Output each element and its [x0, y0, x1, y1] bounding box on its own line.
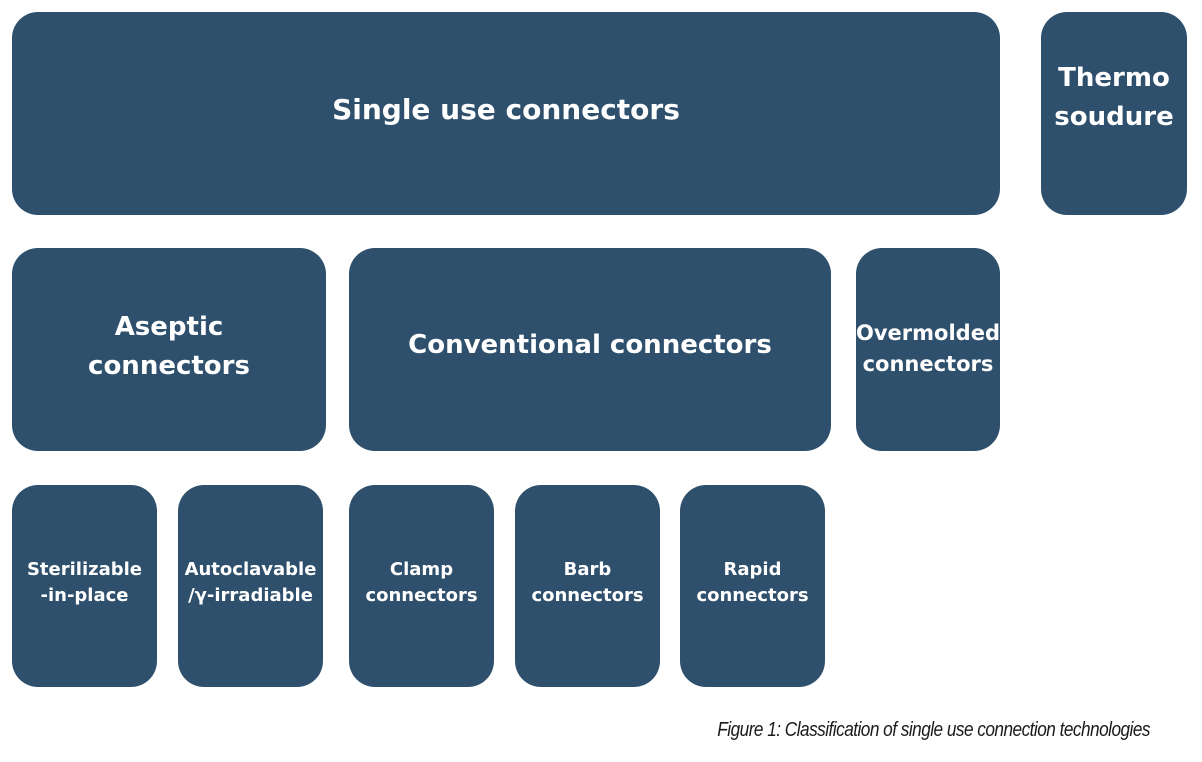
- conventional-connectors-label: Conventional connectors: [408, 330, 772, 360]
- thermo-soudure-box: Thermo soudure: [1041, 12, 1187, 215]
- thermo-soudure-label: Thermo soudure: [1054, 62, 1174, 132]
- aseptic-connectors-label: Aseptic connectors: [88, 311, 250, 381]
- figure-caption: Figure 1: Classification of single use c…: [717, 719, 1150, 741]
- autoclavable-irradiable-label: Autoclavable /γ-irradiable: [184, 559, 317, 606]
- overmolded-connectors-box: Overmolded connectors: [856, 248, 1000, 451]
- clamp-connectors-box: Clamp connectors: [349, 485, 494, 687]
- barb-connectors-box: Barb connectors: [515, 485, 660, 687]
- rapid-connectors-label: Rapid connectors: [696, 559, 809, 606]
- sterilizable-in-place-box: Sterilizable -in-place: [12, 485, 157, 687]
- autoclavable-irradiable-box: Autoclavable /γ-irradiable: [178, 485, 323, 687]
- sterilizable-in-place-label: Sterilizable -in-place: [26, 559, 143, 606]
- single-use-connectors-box: Single use connectors: [12, 12, 1000, 215]
- rapid-connectors-box: Rapid connectors: [680, 485, 825, 687]
- overmolded-connectors-label: Overmolded connectors: [856, 320, 1000, 376]
- barb-connectors-label: Barb connectors: [531, 559, 644, 606]
- clamp-connectors-label: Clamp connectors: [365, 559, 478, 606]
- single-use-connectors-label: Single use connectors: [332, 92, 680, 126]
- conventional-connectors-box: Conventional connectors: [349, 248, 831, 451]
- aseptic-connectors-box: Aseptic connectors: [12, 248, 326, 451]
